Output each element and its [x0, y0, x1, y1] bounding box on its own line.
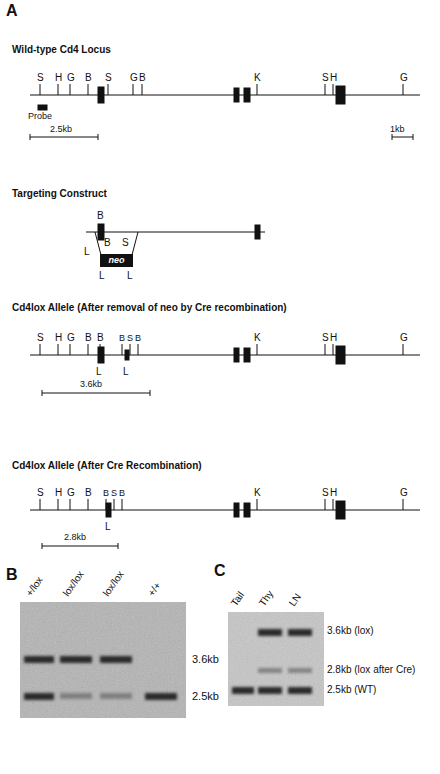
map-label: H [330, 332, 337, 344]
map-label: 2.8kb [64, 532, 86, 542]
map-label: B [85, 72, 92, 84]
map-label: L [96, 366, 102, 378]
map-label: S [127, 333, 133, 343]
map-label: B [139, 72, 146, 84]
lane-label: LN [287, 591, 304, 608]
map-label: G [130, 72, 138, 84]
map-label: B [85, 332, 92, 344]
map-label: 3.6kb [192, 653, 219, 666]
map-label: S [322, 332, 329, 344]
lane-label: +/lox [24, 574, 46, 598]
lane-label: Thy [257, 588, 276, 608]
panel-heading: Cd4lox Allele (After Cre Recombination) [12, 460, 202, 472]
map-label: G [400, 332, 408, 344]
map-label: B [97, 332, 104, 344]
map-label: 2.5kb (WT) [327, 684, 376, 696]
map-label: H [55, 332, 62, 344]
map-label: G [67, 72, 75, 84]
map-label: S [122, 237, 129, 249]
map-label: L [84, 246, 90, 258]
map-label: K [254, 332, 261, 344]
neo-cassette: neo [100, 254, 133, 267]
map-label: S [37, 332, 44, 344]
map-label: G [67, 487, 75, 499]
panel-heading: C [214, 562, 226, 580]
map-label: S [322, 72, 329, 84]
map-label: 3.6kb (lox) [327, 625, 374, 637]
lane-label: lox/lox [61, 568, 87, 598]
map-label: B [104, 237, 111, 249]
map-label: S [322, 487, 329, 499]
panel-heading: A [6, 2, 18, 20]
map-label: H [330, 72, 337, 84]
panel-heading: Cd4lox Allele (After removal of neo by C… [12, 302, 287, 314]
map-label: 2.5kb [50, 124, 72, 134]
map-label: B [103, 488, 109, 498]
map-label: 2.8kb (lox after Cre) [327, 664, 415, 676]
map-label: 3.6kb [80, 379, 102, 389]
map-label: Probe [28, 111, 52, 121]
map-label: B [135, 333, 141, 343]
map-label: K [254, 72, 261, 84]
map-label: L [99, 270, 105, 282]
panel-heading: Wild-type Cd4 Locus [12, 44, 111, 56]
map-label: G [67, 332, 75, 344]
map-label: G [400, 72, 408, 84]
map-label: S [105, 72, 112, 84]
map-label: K [254, 487, 261, 499]
map-label: L [127, 270, 133, 282]
map-label: B [97, 210, 104, 222]
panel-heading: Targeting Construct [12, 188, 107, 200]
map-label: H [55, 487, 62, 499]
node-text: neo [108, 256, 124, 266]
map-label: 2.5kb [192, 690, 219, 703]
map-label: 1kb [390, 124, 405, 134]
map-label: G [400, 487, 408, 499]
map-label: S [37, 487, 44, 499]
lane-label: lox/lox [101, 568, 127, 598]
map-label: B [119, 488, 125, 498]
map-label: H [55, 72, 62, 84]
map-label: B [85, 487, 92, 499]
lane-label: Tail [229, 589, 247, 608]
map-label: S [37, 72, 44, 84]
lane-label: +/+ [146, 580, 164, 598]
map-label: B [119, 333, 125, 343]
map-label: L [123, 366, 129, 378]
map-label: H [330, 487, 337, 499]
map-label: S [111, 488, 117, 498]
map-label: L [105, 521, 111, 533]
panel-heading: B [6, 566, 18, 584]
